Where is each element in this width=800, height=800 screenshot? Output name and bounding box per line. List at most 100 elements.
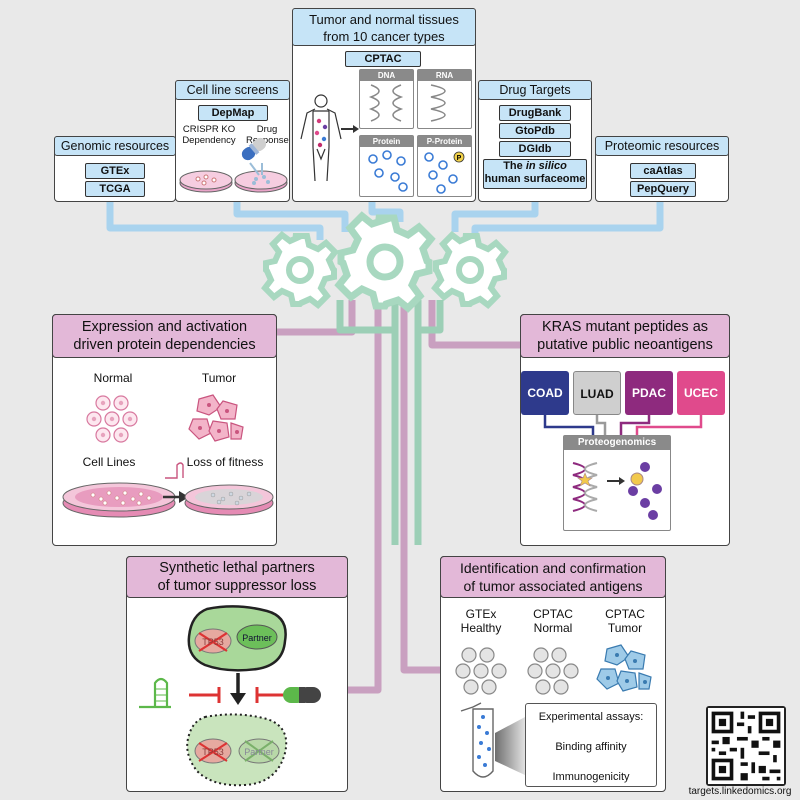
expression-title: Expression and activation driven protein…: [52, 314, 277, 358]
protein-circles: [368, 150, 408, 192]
loss-of-fitness-label: Loss of fitness: [186, 455, 264, 469]
cptac-normal-cells-icon: [527, 647, 579, 695]
dna-label: DNA: [360, 70, 413, 81]
footer-url[interactable]: targets.linkedomics.org: [688, 786, 792, 797]
phospho-badge: [453, 151, 465, 163]
gear-right-icon: [431, 231, 509, 309]
synthetic-lethal-illustration: TP53 Partner TP53 Partner: [139, 605, 321, 787]
synthetic-lethal-title: Synthetic lethal partners of tumor suppr…: [126, 556, 348, 598]
cell-lines-label: Cell Lines: [82, 455, 136, 469]
phospho-badge-label: P: [457, 155, 462, 162]
cptac-tumor-label: CPTAC Tumor: [605, 607, 645, 635]
coad-label: COAD: [527, 386, 563, 400]
tumor-label: Tumor: [201, 371, 237, 385]
proteogenomics-label: Proteogenomics: [564, 436, 670, 450]
tcga-tag: TCGA: [85, 181, 145, 197]
drugbank-tag: DrugBank: [499, 105, 571, 121]
cell-screen-icons: [179, 137, 288, 193]
rna-box: RNA: [417, 69, 472, 129]
crispr-label: CRISPR KO Dependency: [182, 124, 236, 146]
gear-center-icon: [334, 211, 436, 313]
coad-box: COAD: [521, 371, 569, 415]
pprotein-label: P-Protein: [418, 136, 471, 147]
gtex-tag: GTEx: [85, 163, 145, 179]
partner-label-upper: Partner: [242, 633, 272, 643]
partner-label-lower: Partner: [244, 747, 274, 757]
antigens-title: Identification and confirmation of tumor…: [440, 556, 666, 598]
genomic-resources-panel: Genomic resources GTEx TCGA: [54, 136, 176, 202]
cptac-normal-label: CPTAC Normal: [533, 607, 573, 635]
kras-panel: KRAS mutant peptides as putative public …: [520, 314, 730, 546]
expression-illustration: [62, 394, 274, 518]
tp53-label-upper: TP53: [202, 637, 224, 647]
cell-line-screens-title: Cell line screens: [175, 80, 290, 100]
surfaceome-pre: The: [503, 160, 526, 172]
genome-helix-icon: [572, 462, 598, 512]
protein-label: Protein: [360, 136, 413, 147]
gtex-healthy-label: GTEx Healthy: [460, 607, 502, 635]
luad-box: LUAD: [573, 371, 621, 415]
pdac-label: PDAC: [631, 386, 666, 400]
shrna-hairpin-icon: [139, 677, 171, 709]
cell-lines-dish-icon: [62, 482, 176, 518]
gear-left-icon: [261, 231, 339, 309]
tissues-title: Tumor and normal tissues from 10 cancer …: [292, 8, 476, 46]
kras-title: KRAS mutant peptides as putative public …: [520, 314, 730, 358]
dgidb-tag: DGIdb: [499, 141, 571, 157]
loss-of-fitness-dish-icon: [184, 484, 274, 516]
caatlas-tag: caAtlas: [630, 163, 696, 179]
petri-dish-left-icon: [179, 170, 233, 193]
surfaceome-em: in silico: [525, 160, 567, 172]
human-figure-icon: [300, 94, 342, 182]
kras-illustration: [543, 415, 703, 520]
drug-capsule-icon: [283, 687, 321, 703]
synthetic-lethal-panel: Synthetic lethal partners of tumor suppr…: [126, 556, 348, 792]
pepquery-tag: PepQuery: [630, 181, 696, 197]
qr-code-icon: [708, 708, 784, 784]
antigens-panel: Identification and confirmation of tumor…: [440, 556, 666, 792]
rna-strand-icon: [430, 84, 446, 122]
pdac-box: PDAC: [625, 371, 673, 415]
drug-targets-title: Drug Targets: [478, 80, 592, 100]
capsule-icon: [241, 137, 267, 161]
proteomic-resources-title: Proteomic resources: [595, 136, 729, 156]
qr-code[interactable]: [706, 706, 786, 786]
tp53-label-lower: TP53: [202, 747, 224, 757]
crispr-hairpin-icon: [165, 462, 184, 479]
expression-panel: Expression and activation driven protein…: [52, 314, 277, 546]
cptac-tag: CPTAC: [345, 51, 421, 67]
normal-label: Normal: [93, 371, 133, 385]
luad-label: LUAD: [580, 387, 614, 401]
drug-response-label: Drug Response: [246, 124, 289, 146]
cell-line-screens-panel: Cell line screens DepMap CRISPR KO Depen…: [175, 80, 290, 202]
rna-label: RNA: [418, 70, 471, 81]
binding-affinity-label: Binding affinity: [555, 741, 627, 753]
proteomic-resources-panel: Proteomic resources caAtlas PepQuery: [595, 136, 729, 202]
depmap-tag: DepMap: [198, 105, 268, 121]
assays-title: Experimental assays:: [538, 711, 644, 723]
gtex-healthy-cells-icon: [455, 647, 507, 695]
tissues-panel: Tumor and normal tissues from 10 cancer …: [292, 8, 476, 202]
peptide-cluster-icon: [628, 462, 662, 520]
immunogenicity-label: Immunogenicity: [552, 771, 630, 783]
dna-helix-icon: [368, 84, 404, 122]
test-tube-icon: [460, 702, 494, 778]
protein-box: Protein: [359, 135, 414, 197]
dna-box: DNA: [359, 69, 414, 129]
gtopdb-tag: GtoPdb: [499, 123, 571, 139]
drug-targets-panel: Drug Targets DrugBank GtoPdb DGIdb The i…: [478, 80, 592, 202]
genomic-resources-title: Genomic resources: [54, 136, 176, 156]
pprotein-circles: [424, 152, 458, 194]
tissues-illustration: P: [300, 84, 465, 194]
dying-cell-icon: [186, 713, 288, 787]
ucec-box: UCEC: [677, 371, 725, 415]
antigens-illustration: [455, 644, 652, 778]
ucec-label: UCEC: [683, 386, 718, 400]
assays-box: Experimental assays: Binding affinity Im…: [525, 703, 657, 787]
mutation-star-icon: [577, 472, 593, 487]
surfaceome-tag: The in silico human surfaceome: [483, 159, 587, 189]
surfaceome-post: human surfaceome: [484, 173, 586, 185]
tumor-cells-icon: [188, 394, 244, 442]
petri-dish-right-icon: [234, 162, 288, 193]
